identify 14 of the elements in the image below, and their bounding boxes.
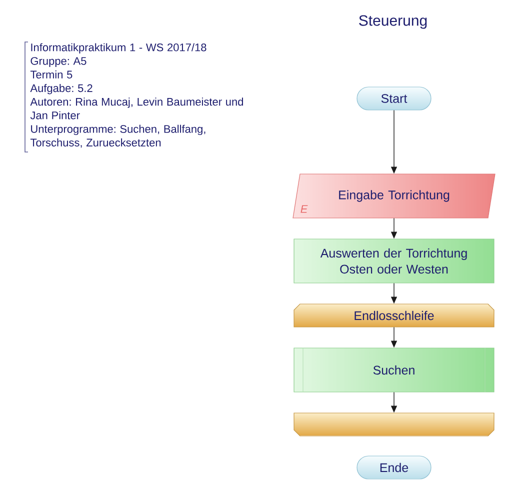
loop-start-box: Endlosschleife [294, 304, 494, 328]
note-text: Gruppe: A5 [30, 57, 86, 68]
note-text: Informatikpraktikum 1 - WS 2017/18 [31, 43, 206, 54]
start-terminal: Start [356, 86, 432, 110]
note-text: Termin 5 [30, 70, 72, 78]
note-text: Aufgabe: 5.2 [30, 84, 92, 94]
note-text: Autoren: Rina Mucaj, Levin Baumeister und Jan Pinter [30, 98, 243, 120]
end-terminal: Ende [356, 456, 432, 480]
process-box: Auswerten der Torrichtung Osten oder Westen [294, 238, 494, 284]
note-text: Unterprogramme: Suchen, Ballfang, Torschuss, Zuruecksetzten [30, 124, 206, 148]
corner-letter: E [300, 205, 308, 213]
loop-end-box [294, 412, 494, 436]
subroutine-box: Suchen [294, 348, 494, 392]
title: Steuerung [359, 15, 427, 29]
